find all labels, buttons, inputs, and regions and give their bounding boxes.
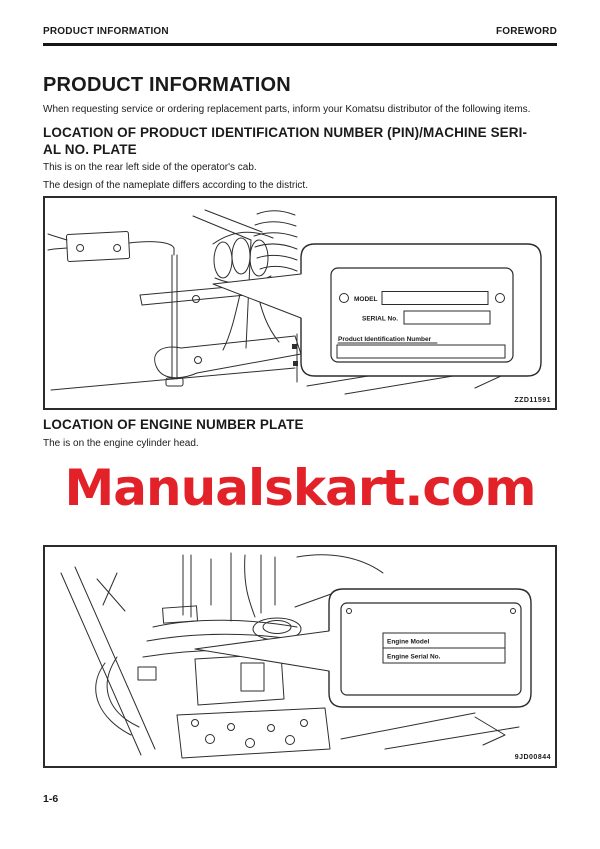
engine-serial-label: Engine Serial No. bbox=[387, 654, 441, 661]
serial-label: SERIAL No. bbox=[362, 316, 398, 323]
section1-caption1: This is on the rear left side of the ope… bbox=[43, 162, 257, 173]
figure2-code: 9JD00844 bbox=[515, 754, 551, 761]
header-right-label: FOREWORD bbox=[495, 26, 557, 37]
pin-label: Product Identification Number bbox=[338, 336, 432, 343]
section2-heading: LOCATION OF ENGINE NUMBER PLATE bbox=[43, 417, 304, 432]
section2-caption: The is on the engine cylinder head. bbox=[43, 438, 199, 449]
figure1-code: ZZD11591 bbox=[514, 397, 551, 404]
page-number: 1-6 bbox=[43, 793, 59, 805]
engine-model-label: Engine Model bbox=[387, 639, 429, 646]
pin-plate: MODEL SERIAL No. Product Identification … bbox=[330, 267, 514, 363]
pin-plate-figure: MODEL SERIAL No. Product Identification … bbox=[43, 196, 557, 410]
machine-illustration: MODEL SERIAL No. Product Identification … bbox=[47, 209, 551, 404]
section1-heading-line2: AL NO. PLATE bbox=[43, 142, 137, 157]
model-value-box bbox=[381, 291, 489, 305]
page-title: PRODUCT INFORMATION bbox=[43, 74, 291, 96]
intro-paragraph: When requesting service or ordering repl… bbox=[43, 104, 531, 115]
pin-value-box bbox=[336, 344, 506, 359]
engine-plate-figure: Engine Model Engine Serial No. 9JD00844 bbox=[43, 545, 557, 768]
watermark-text: Manualskart.com bbox=[64, 459, 537, 517]
model-label: MODEL bbox=[354, 296, 378, 303]
engine-plate: Engine Model Engine Serial No. bbox=[340, 602, 522, 696]
running-header: PRODUCT INFORMATION FOREWORD bbox=[43, 26, 557, 46]
engine-illustration: Engine Model Engine Serial No. 9JD00844 bbox=[60, 552, 551, 761]
header-left-label: PRODUCT INFORMATION bbox=[43, 26, 169, 37]
engine-serial-box bbox=[382, 647, 506, 664]
section1-heading-line1: LOCATION OF PRODUCT IDENTIFICATION NUMBE… bbox=[43, 125, 528, 140]
section1-caption2: The design of the nameplate differs acco… bbox=[43, 180, 308, 191]
serial-value-box bbox=[403, 310, 491, 325]
section1-heading: LOCATION OF PRODUCT IDENTIFICATION NUMBE… bbox=[43, 124, 563, 158]
